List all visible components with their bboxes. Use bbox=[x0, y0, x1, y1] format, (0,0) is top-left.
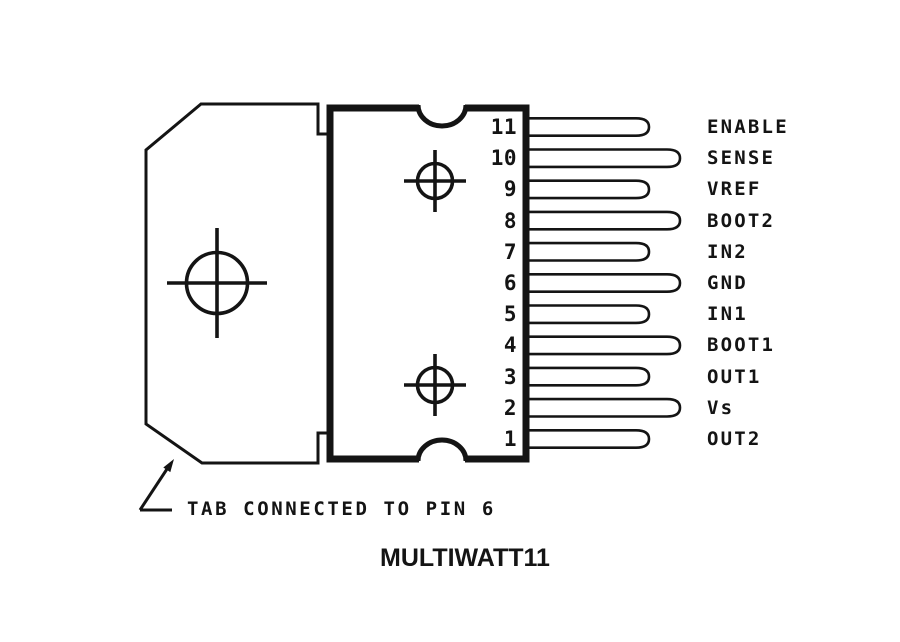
pin-number-9: 9 bbox=[503, 177, 517, 202]
pin-lead-7 bbox=[520, 241, 651, 262]
bottom-notch-arc bbox=[415, 437, 469, 462]
tab-mounting-hole-crosshair bbox=[167, 228, 267, 338]
pin-lead-1 bbox=[520, 429, 651, 449]
pin-number-3: 3 bbox=[503, 364, 517, 389]
pin-label-OUT1: OUT1 bbox=[707, 365, 762, 388]
pin-lead-5 bbox=[520, 304, 651, 325]
package-hole-crosshair-top bbox=[404, 150, 466, 212]
pin-number-7: 7 bbox=[503, 239, 517, 264]
pin-label-Vs: Vs bbox=[707, 396, 735, 419]
bottom-notch-gap bbox=[419, 453, 465, 466]
pin-lead-11 bbox=[520, 117, 651, 137]
pin-lead-3 bbox=[520, 366, 651, 387]
pin-label-IN1: IN1 bbox=[707, 303, 748, 326]
package-hole-crosshair-bottom bbox=[404, 354, 466, 416]
pin-lead-4 bbox=[520, 335, 682, 356]
pin-lead-8 bbox=[520, 210, 682, 231]
pin-number-10: 10 bbox=[490, 146, 517, 171]
package-title: MULTIWATT11 bbox=[380, 544, 550, 572]
pin-leads bbox=[520, 117, 682, 449]
pin-number-5: 5 bbox=[503, 302, 517, 327]
pin-label-OUT2: OUT2 bbox=[707, 428, 762, 450]
top-notch-arc bbox=[415, 104, 469, 129]
pin-label-ENABLE: ENABLE bbox=[707, 116, 789, 138]
pin-label-GND: GND bbox=[707, 272, 748, 294]
top-notch-gap bbox=[419, 101, 465, 114]
pin-number-1: 1 bbox=[503, 427, 517, 451]
pin-label-BOOT2: BOOT2 bbox=[707, 209, 776, 232]
pin-number-2: 2 bbox=[503, 395, 517, 420]
pin-lead-9 bbox=[520, 179, 651, 200]
tab-annotation: TAB CONNECTED TO PIN 6 bbox=[187, 498, 496, 520]
pin-number-4: 4 bbox=[503, 333, 517, 358]
pin-lead-6 bbox=[520, 273, 682, 293]
pin-lead-2 bbox=[520, 397, 682, 418]
pin-number-8: 8 bbox=[503, 208, 517, 233]
pin-label-SENSE: SENSE bbox=[707, 147, 776, 170]
pin-lead-10 bbox=[520, 148, 682, 169]
pin-label-VREF: VREF bbox=[707, 178, 762, 201]
pin-label-BOOT1: BOOT1 bbox=[707, 334, 776, 357]
pin-number-6: 6 bbox=[503, 271, 517, 295]
pin-label-IN2: IN2 bbox=[707, 240, 748, 263]
pin-number-11: 11 bbox=[490, 115, 517, 139]
leader-arrow-icon bbox=[138, 459, 174, 512]
